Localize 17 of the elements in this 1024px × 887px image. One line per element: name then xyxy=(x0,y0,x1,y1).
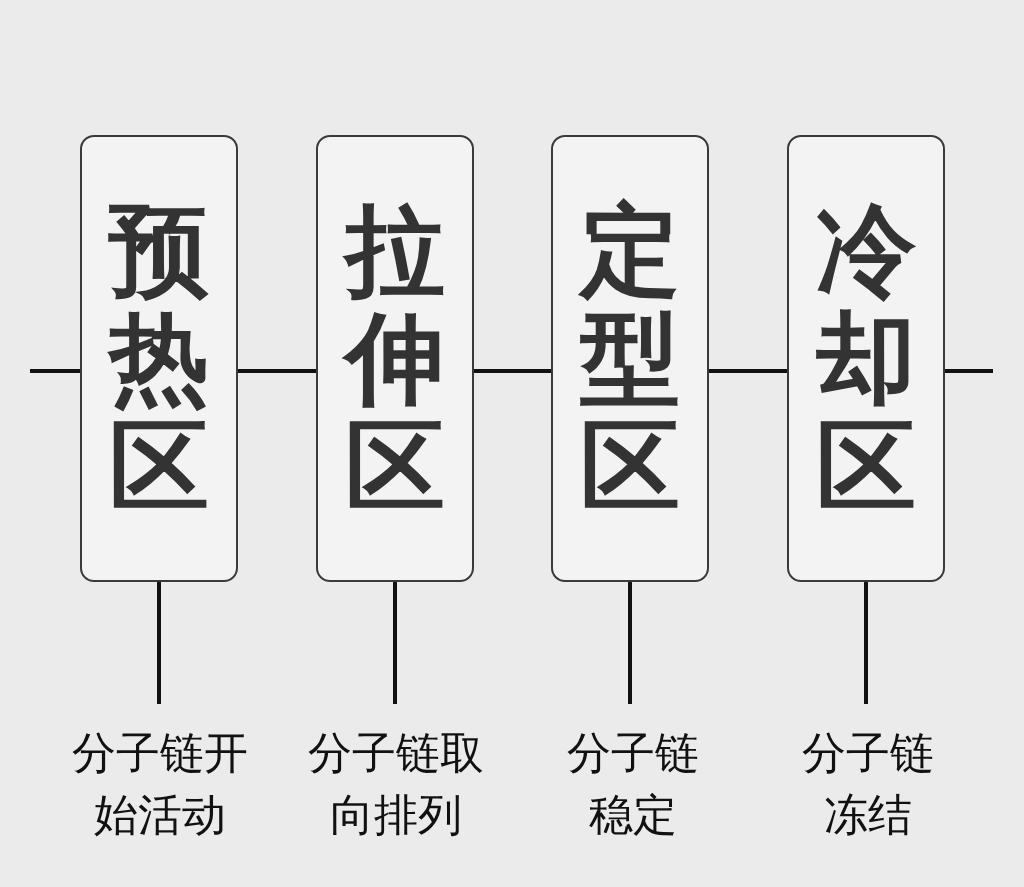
connector-line xyxy=(474,369,551,373)
leader-line xyxy=(864,582,868,704)
zone-box: 定型区 xyxy=(551,135,709,582)
description-text: 分子链冻结 xyxy=(800,722,936,846)
connector-line xyxy=(30,369,80,373)
connector-line xyxy=(945,369,993,373)
leader-line xyxy=(393,582,397,704)
description-text: 分子链开始活动 xyxy=(70,722,250,846)
description-text: 分子链稳定 xyxy=(565,722,701,846)
zone-box: 预热区 xyxy=(80,135,238,582)
zone-box: 冷却区 xyxy=(787,135,945,582)
connector-line xyxy=(238,369,316,373)
description-text: 分子链取向排列 xyxy=(296,722,496,846)
connector-line xyxy=(709,369,787,373)
zone-box: 拉伸区 xyxy=(316,135,474,582)
leader-line xyxy=(628,582,632,704)
leader-line xyxy=(157,582,161,704)
